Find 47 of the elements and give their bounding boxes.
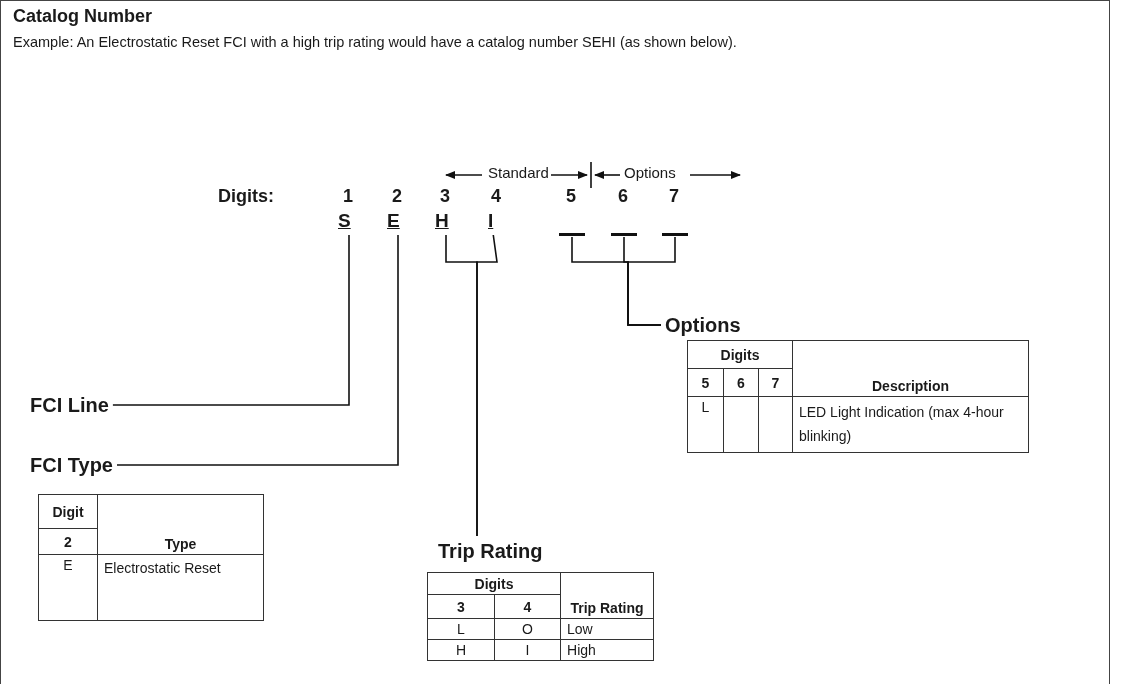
code-letter: I	[488, 208, 494, 234]
table-cell: E	[38, 554, 98, 621]
range-label: Standard	[488, 164, 549, 181]
digit-number: 7	[669, 186, 679, 207]
table-cell: Low	[560, 618, 654, 640]
section-heading: FCI Type	[30, 452, 113, 478]
leader-line	[627, 236, 676, 326]
table-cell: H	[427, 639, 495, 661]
range-label: Options	[624, 164, 676, 181]
code-letter: S	[338, 208, 351, 234]
blank-slot	[559, 233, 585, 236]
table-cell: L	[687, 396, 724, 453]
leader-line	[112, 234, 350, 406]
digit-number: 2	[392, 186, 402, 207]
digit-number: 6	[618, 186, 628, 207]
column-header: 3	[427, 594, 495, 619]
table-cell: I	[494, 639, 561, 661]
column-header: Digits	[687, 340, 793, 369]
digit-number: 4	[491, 186, 501, 207]
example-note: Example: An Electrostatic Reset FCI with a high trip rating would have a catalog number SEHI (as shown below).	[13, 34, 737, 50]
column-header: 5	[687, 368, 724, 397]
code-letter: H	[435, 208, 449, 234]
column-header: Description	[792, 340, 1029, 397]
column-header: Trip Rating	[560, 572, 654, 619]
section-heading: Trip Rating	[438, 538, 543, 564]
table-cell: Electrostatic Reset	[97, 554, 264, 621]
leader-line	[476, 234, 498, 537]
section-heading: FCI Line	[30, 392, 109, 418]
leader-line	[116, 234, 399, 466]
column-header: 6	[723, 368, 759, 397]
title: Catalog Number	[13, 6, 153, 27]
digit-number: 3	[440, 186, 450, 207]
digit-number: 5	[566, 186, 576, 207]
column-header: Digits	[427, 572, 561, 595]
digit-number: 1	[343, 186, 353, 207]
table-cell: LED Light Indication (max 4-hour blinking)	[792, 396, 1029, 453]
blank-slot	[662, 233, 688, 236]
column-header: 2	[38, 528, 98, 555]
code-letter: E	[387, 208, 400, 234]
column-header: Type	[97, 494, 264, 555]
table-cell: O	[494, 618, 561, 640]
section-heading: Options	[665, 312, 741, 338]
table-cell: L	[427, 618, 495, 640]
table-cell: High	[560, 639, 654, 661]
column-header: Digit	[38, 494, 98, 529]
digits-label: Digits:	[218, 186, 274, 207]
blank-slot	[611, 233, 637, 236]
